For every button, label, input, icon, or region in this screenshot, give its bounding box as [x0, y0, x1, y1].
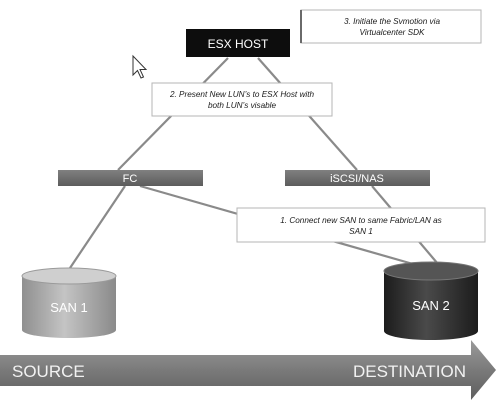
iscsi-nas-label: iSCSI/NAS — [330, 173, 384, 185]
iscsi-nas-switch-node: iSCSI/NAS — [285, 170, 430, 186]
callout-step-3: 3. Initiate the Svmotion via Virtualcent… — [300, 9, 482, 44]
mouse-pointer-icon — [132, 54, 148, 79]
fc-switch-node: FC — [58, 170, 203, 186]
san-1-storage: SAN 1 — [21, 267, 117, 338]
destination-label: DESTINATION — [353, 362, 466, 381]
callout-step-2: 2. Present New LUN’s to ESX Host with bo… — [151, 82, 333, 117]
callout-step-1-line-2: SAN 1 — [349, 227, 373, 236]
san-1-label: SAN 1 — [50, 300, 88, 315]
callout-step-2-line-2: both LUN’s visable — [208, 101, 277, 110]
san-2-label: SAN 2 — [412, 298, 450, 313]
fc-label: FC — [123, 173, 138, 185]
callout-step-3-line-2: Virtualcenter SDK — [360, 28, 425, 37]
callout-step-1: 1. Connect new SAN to same Fabric/LAN as… — [236, 207, 486, 243]
callout-step-2-line-1: 2. Present New LUN’s to ESX Host with — [169, 90, 315, 99]
source-destination-arrow: SOURCE DESTINATION — [0, 340, 496, 400]
callout-step-1-line-1: 1. Connect new SAN to same Fabric/LAN as — [280, 216, 442, 225]
esx-host-node: ESX HOST — [186, 29, 290, 57]
san-2-storage: SAN 2 — [383, 261, 479, 340]
esx-host-label: ESX HOST — [208, 37, 269, 51]
callout-step-3-line-1: 3. Initiate the Svmotion via — [344, 17, 440, 26]
line-fc-to-san1 — [69, 185, 126, 269]
source-label: SOURCE — [12, 362, 85, 381]
